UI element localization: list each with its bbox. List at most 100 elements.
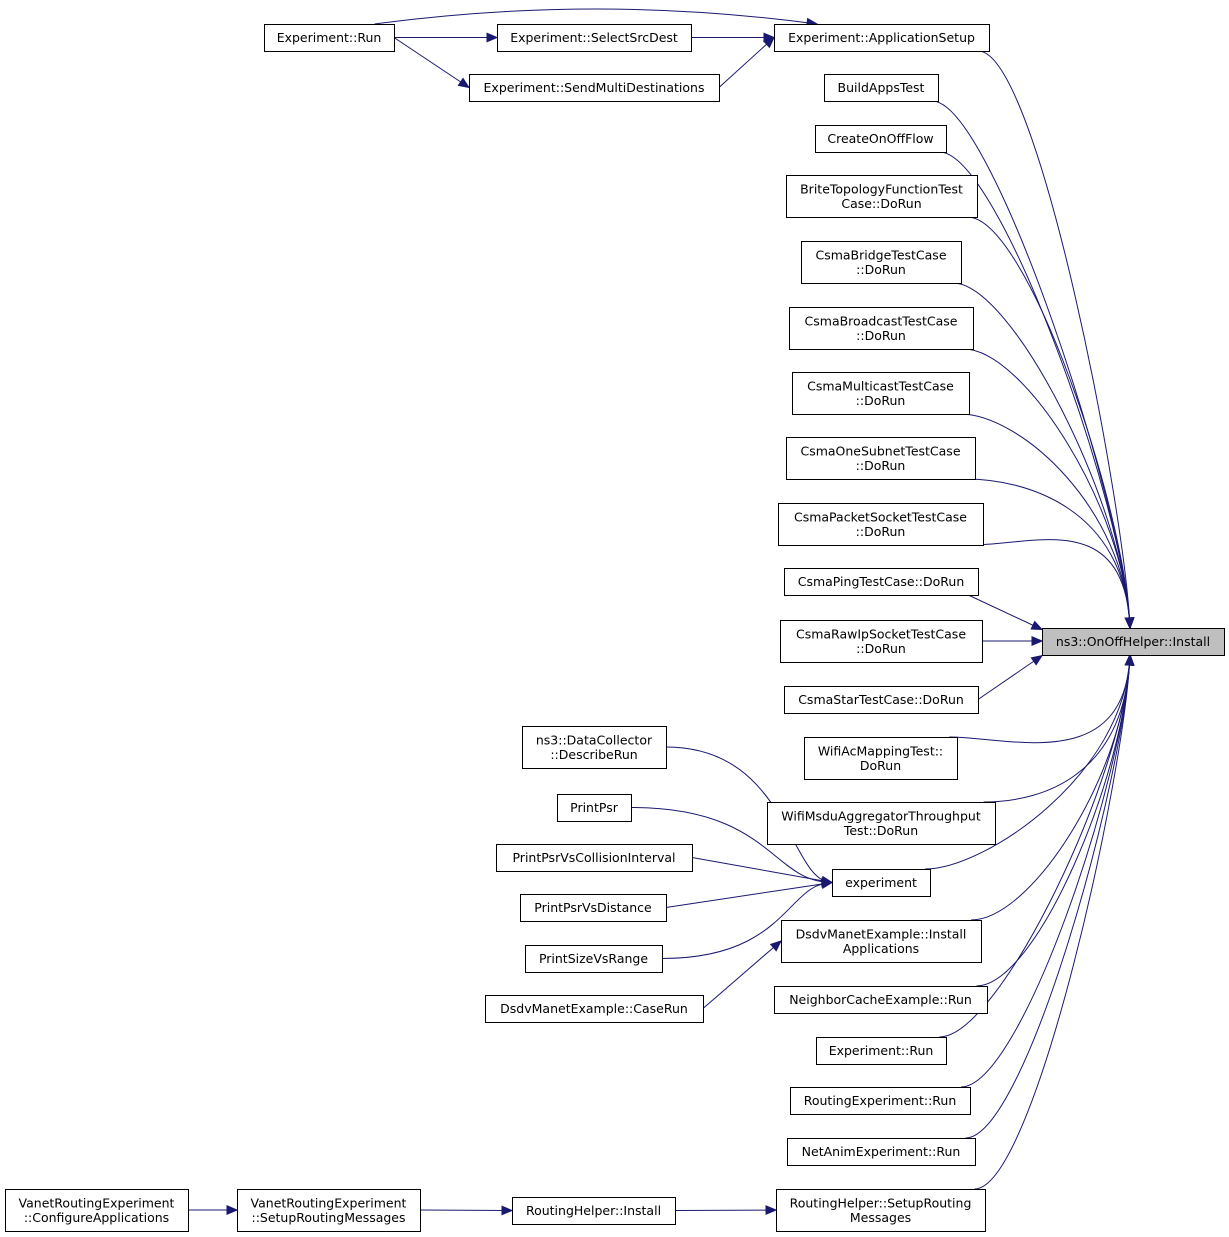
node-exp_run_top[interactable]: Experiment::Run	[264, 24, 395, 52]
node-routing_exp[interactable]: RoutingExperiment::Run	[790, 1087, 971, 1115]
node-csma_packetsocket-label-1: ::DoRun	[856, 524, 906, 539]
node-csma_bridge-label-0: CsmaBridgeTestCase	[815, 247, 946, 262]
node-experiment[interactable]: experiment	[832, 869, 931, 897]
node-exp_run_2-label-0: Experiment::Run	[829, 1043, 934, 1058]
edge-exp_run_2-to-target	[939, 654, 1131, 1038]
edge-exp_run_top-to-send_multi-arrowhead	[457, 77, 471, 89]
node-wifi_ac[interactable]: WifiAcMappingTest::DoRun	[804, 737, 958, 780]
node-csma_bridge[interactable]: CsmaBridgeTestCase::DoRun	[801, 241, 962, 284]
node-csma_multicast[interactable]: CsmaMulticastTestCase::DoRun	[792, 372, 970, 415]
node-routing_setup-box	[776, 1189, 986, 1232]
node-print_size-label-0: PrintSizeVsRange	[539, 951, 648, 966]
node-csma_star[interactable]: CsmaStarTestCase::DoRun	[784, 686, 979, 714]
node-send_multi[interactable]: Experiment::SendMultiDestinations	[469, 74, 720, 102]
node-routing_exp-label-0: RoutingExperiment::Run	[804, 1093, 957, 1108]
node-neighbor[interactable]: NeighborCacheExample::Run	[774, 986, 988, 1014]
node-exp_run_top-label-0: Experiment::Run	[277, 30, 382, 45]
node-neighbor-label-0: NeighborCacheExample::Run	[789, 992, 972, 1007]
node-build_apps[interactable]: BuildAppsTest	[824, 74, 939, 102]
node-vanet_setup-box	[237, 1189, 421, 1232]
node-routing_setup[interactable]: RoutingHelper::SetupRoutingMessages	[776, 1189, 986, 1232]
edge-send_multi-to-app_setup-arrowhead	[762, 36, 775, 49]
node-data_collector[interactable]: ns3::DataCollector::DescribeRun	[522, 726, 667, 769]
node-send_multi-label-0: Experiment::SendMultiDestinations	[484, 80, 705, 95]
node-csma_onesubnet[interactable]: CsmaOneSubnetTestCase::DoRun	[786, 437, 976, 480]
node-csma_packetsocket[interactable]: CsmaPacketSocketTestCase::DoRun	[778, 503, 984, 546]
edge-wifi_ac-to-target	[949, 654, 1131, 744]
node-dsdv_caserun-label-0: DsdvManetExample::CaseRun	[500, 1001, 688, 1016]
edges	[188, 8, 1135, 1216]
node-csma_bridge-box	[801, 241, 962, 284]
node-netanim-label-0: NetAnimExperiment::Run	[802, 1144, 961, 1159]
node-wifi_ac-box	[804, 737, 958, 780]
node-print_psr_ci[interactable]: PrintPsrVsCollisionInterval	[496, 844, 693, 872]
node-print_psr_ci-label-0: PrintPsrVsCollisionInterval	[512, 850, 675, 865]
node-csma_multicast-box	[792, 372, 970, 415]
edge-app_setup-to-target	[978, 50, 1131, 629]
node-app_setup[interactable]: Experiment::ApplicationSetup	[774, 24, 990, 52]
node-print_psr-box	[557, 794, 632, 822]
edge-csma_rawip-to-target-arrowhead	[1031, 636, 1044, 646]
node-print_psr_dist[interactable]: PrintPsrVsDistance	[520, 894, 667, 922]
edge-dsdv_caserun-to-dsdv_install	[702, 940, 782, 1009]
node-experiment-box	[832, 869, 931, 897]
node-select_src[interactable]: Experiment::SelectSrcDest	[497, 24, 692, 52]
node-print_size[interactable]: PrintSizeVsRange	[525, 945, 663, 973]
nodes: ns3::OnOffHelper::InstallExperiment::Run…	[5, 24, 1225, 1232]
edge-brite-to-target	[967, 216, 1131, 629]
node-csma_packetsocket-label-0: CsmaPacketSocketTestCase	[794, 509, 967, 524]
node-exp_run_top-box	[264, 24, 395, 52]
node-select_src-box	[497, 24, 692, 52]
node-create_onoff[interactable]: CreateOnOffFlow	[815, 125, 947, 153]
edge-send_multi-to-app_setup	[718, 37, 775, 88]
edge-vanet_setup-to-routing_install-arrowhead	[501, 1205, 514, 1216]
node-csma_onesubnet-label-0: CsmaOneSubnetTestCase	[800, 443, 960, 458]
node-select_src-label-0: Experiment::SelectSrcDest	[510, 30, 678, 45]
edge-netanim-to-target	[965, 654, 1131, 1139]
node-vanet_config[interactable]: VanetRoutingExperiment::ConfigureApplica…	[5, 1189, 189, 1232]
node-vanet_config-label-0: VanetRoutingExperiment	[19, 1195, 175, 1210]
edge-csma_onesubnet-to-target	[965, 478, 1131, 629]
edge-routing_install-to-routing_setup	[674, 1209, 777, 1211]
node-routing_install[interactable]: RoutingHelper::Install	[512, 1197, 676, 1225]
node-csma_broadcast[interactable]: CsmaBroadcastTestCase::DoRun	[789, 307, 974, 350]
edge-vanet_config-to-vanet_setup-arrowhead	[226, 1205, 239, 1215]
node-csma_rawip-label-1: ::DoRun	[856, 641, 906, 656]
node-app_setup-box	[774, 24, 990, 52]
node-create_onoff-label-0: CreateOnOffFlow	[827, 131, 933, 146]
node-routing_setup-label-1: Messages	[850, 1210, 911, 1225]
edge-dsdv_caserun-to-dsdv_install-arrowhead	[769, 940, 782, 952]
node-wifi_msdu-label-0: WifiMsduAggregatorThroughput	[781, 808, 981, 823]
edge-print_psr_ci-to-experiment	[691, 857, 833, 883]
node-csma_packetsocket-box	[778, 503, 984, 546]
edge-create_onoff-to-target	[939, 151, 1131, 629]
node-neighbor-box	[774, 986, 988, 1014]
edge-exp_run_top-to-select_src-arrowhead	[486, 32, 499, 43]
node-exp_run_2-box	[816, 1037, 947, 1065]
node-csma_onesubnet-box	[786, 437, 976, 480]
node-csma_multicast-label-0: CsmaMulticastTestCase	[807, 378, 954, 393]
node-print_psr_dist-label-0: PrintPsrVsDistance	[534, 900, 652, 915]
edge-routing_setup-to-target	[974, 654, 1131, 1190]
node-netanim[interactable]: NetAnimExperiment::Run	[787, 1138, 976, 1166]
node-csma_multicast-label-1: ::DoRun	[856, 393, 906, 408]
node-print_psr[interactable]: PrintPsr	[557, 794, 632, 822]
node-vanet_setup[interactable]: VanetRoutingExperiment::SetupRoutingMess…	[237, 1189, 421, 1232]
node-target-label-0: ns3::OnOffHelper::Install	[1056, 634, 1210, 649]
edge-routing_setup-to-target-arrowhead	[1124, 653, 1135, 666]
edge-csma_star-to-target	[977, 655, 1043, 700]
node-target: ns3::OnOffHelper::Install	[1042, 628, 1225, 656]
node-csma_rawip[interactable]: CsmaRawIpSocketTestCase::DoRun	[780, 620, 983, 663]
node-dsdv_caserun[interactable]: DsdvManetExample::CaseRun	[485, 995, 704, 1023]
node-exp_run_2[interactable]: Experiment::Run	[816, 1037, 947, 1065]
node-routing_exp-box	[790, 1087, 971, 1115]
node-target-box	[1042, 628, 1225, 656]
node-vanet_config-label-1: ::ConfigureApplications	[24, 1210, 169, 1225]
node-csma_ping[interactable]: CsmaPingTestCase::DoRun	[784, 568, 979, 596]
edge-csma_star-to-target-arrowhead	[1030, 654, 1044, 666]
node-vanet_setup-label-0: VanetRoutingExperiment	[251, 1195, 407, 1210]
